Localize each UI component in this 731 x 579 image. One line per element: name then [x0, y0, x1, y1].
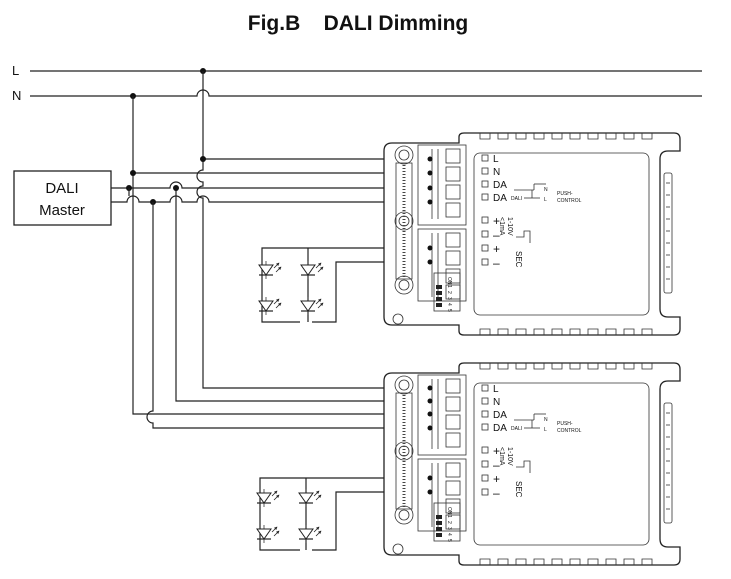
dali-master-line1: DALI — [45, 180, 78, 197]
terminal-label-plus2: + — [493, 472, 500, 486]
terminal-label-da1: DA — [493, 410, 507, 421]
switch-number: 2 — [446, 521, 452, 524]
terminal-label-da1: DA — [493, 180, 507, 191]
terminal-label-n: N — [493, 397, 500, 408]
mains-wires — [30, 68, 702, 99]
diagram-title: Fig.B DALI Dimming — [248, 12, 469, 35]
n-mark: N — [544, 417, 548, 423]
switch-number: 3 — [446, 297, 452, 300]
led-array-2 — [257, 489, 321, 543]
dim-label-2: <1mA — [498, 217, 505, 236]
terminal-label-l: L — [493, 154, 499, 165]
switch-on-label: ON — [446, 277, 452, 285]
terminal-label-l: L — [493, 384, 499, 395]
driver-2: L N DA DA + – + – DALI N L PUSH- CONTROL… — [382, 361, 682, 567]
control-label: CONTROL — [557, 198, 582, 204]
l-mark: L — [544, 427, 547, 433]
dali-small-label: DALI — [511, 426, 522, 432]
terminal-label-da2: DA — [493, 423, 507, 434]
terminal-label-da2: DA — [493, 193, 507, 204]
sec-label: SEC — [514, 251, 523, 268]
led-icon — [299, 525, 321, 543]
dali-small-label: DALI — [511, 196, 522, 202]
push-label: PUSH- — [557, 191, 573, 197]
switch-number: 5 — [446, 309, 452, 312]
dali-master-line2: Master — [39, 202, 85, 219]
terminal-label-minus2: – — [493, 486, 500, 500]
dim-label-1: 1-10V — [506, 447, 513, 466]
switch-number: 3 — [446, 527, 452, 530]
terminal-label-plus1: + — [493, 214, 500, 228]
driver-1: L N DA DA + – + – DALI N L PUSH- CONTROL… — [382, 131, 682, 337]
wiring — [111, 71, 430, 551]
mains-line-label: L — [12, 63, 19, 78]
switch-number: 1 — [446, 285, 452, 288]
dim-label-2: <1mA — [498, 447, 505, 466]
switch-number: 5 — [446, 539, 452, 542]
led-array-1 — [259, 261, 323, 315]
switch-number: 1 — [446, 515, 452, 518]
terminal-label-minus1: – — [493, 458, 500, 472]
control-label: CONTROL — [557, 428, 582, 434]
switch-number: 4 — [446, 533, 452, 536]
dim-label-1: 1-10V — [506, 217, 513, 236]
terminal-label-plus2: + — [493, 242, 500, 256]
terminal-label-minus1: – — [493, 228, 500, 242]
led-icon — [299, 489, 321, 507]
terminal-label-plus1: + — [493, 444, 500, 458]
switch-number: 2 — [446, 291, 452, 294]
switch-on-label: ON — [446, 507, 452, 515]
led-icon — [301, 297, 323, 315]
l-mark: L — [544, 197, 547, 203]
switch-number: 4 — [446, 303, 452, 306]
dali-master-box: DALI Master — [13, 170, 112, 226]
mains-neutral-label: N — [12, 88, 21, 103]
led-icon — [301, 261, 323, 279]
terminal-label-minus2: – — [493, 256, 500, 270]
terminal-label-n: N — [493, 167, 500, 178]
n-mark: N — [544, 187, 548, 193]
sec-label: SEC — [514, 481, 523, 498]
push-label: PUSH- — [557, 421, 573, 427]
